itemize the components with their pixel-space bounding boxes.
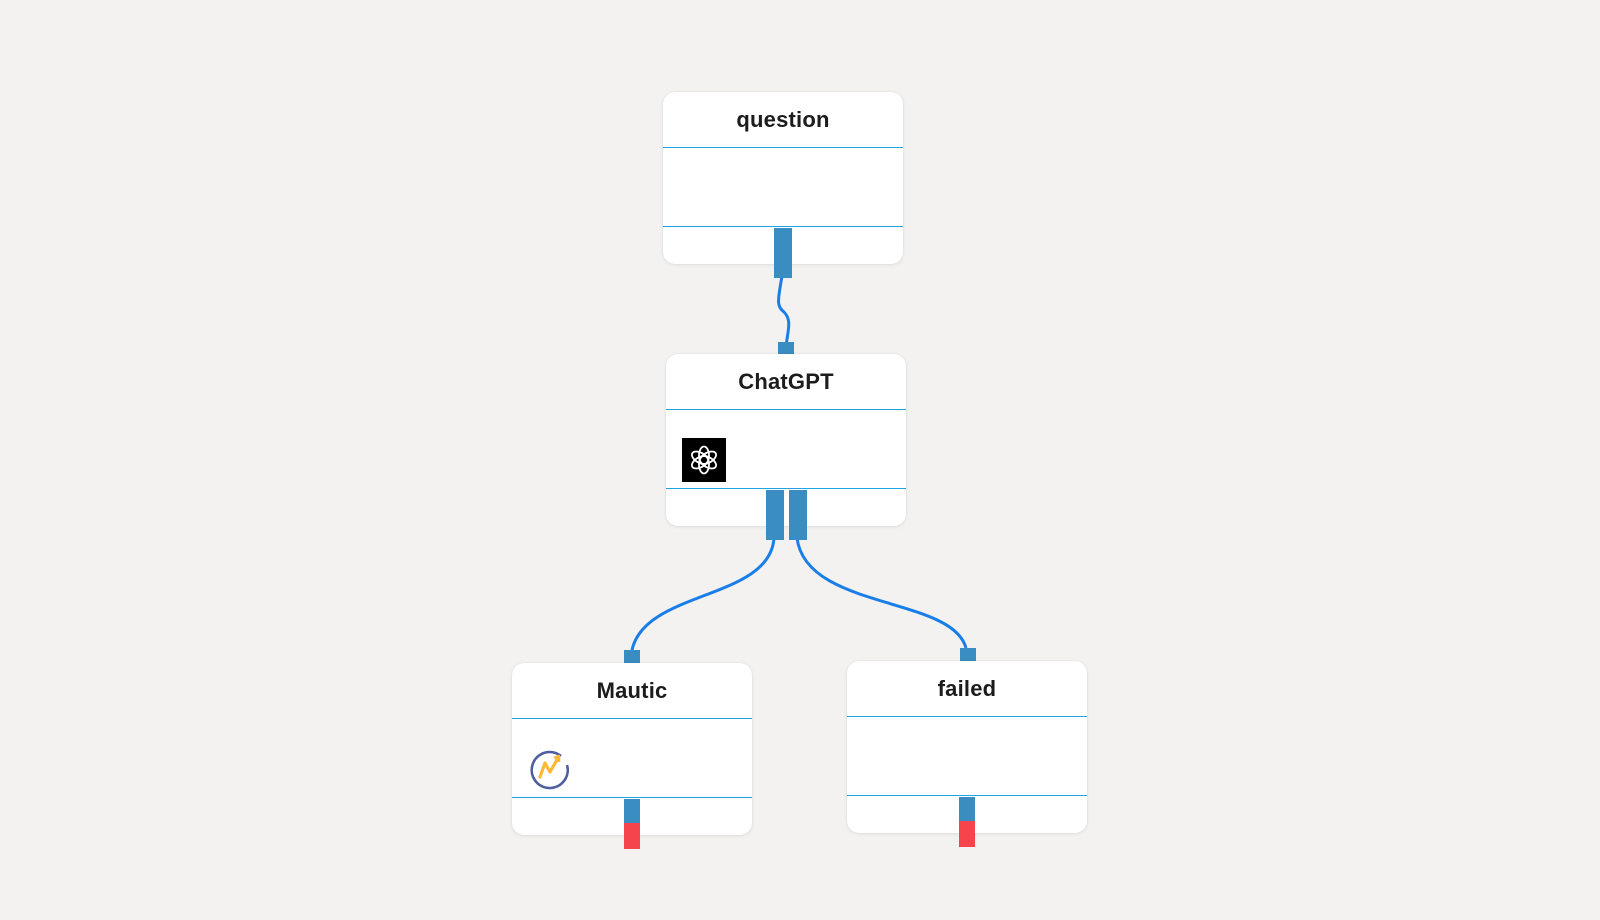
node-title: failed [937, 676, 997, 701]
node-body [847, 717, 1087, 795]
error-port[interactable] [959, 821, 975, 847]
node-title: Mautic [596, 678, 668, 703]
node-title: ChatGPT [738, 369, 834, 394]
output-port-success[interactable] [766, 490, 784, 540]
divider [666, 409, 906, 410]
node-body [512, 719, 752, 797]
node-body [666, 410, 906, 488]
divider [847, 716, 1087, 717]
divider [512, 718, 752, 719]
error-port[interactable] [624, 823, 640, 849]
divider [847, 795, 1087, 796]
output-port[interactable] [624, 799, 640, 825]
output-port-failure[interactable] [789, 490, 807, 540]
divider [663, 147, 903, 148]
node-title: question [736, 107, 830, 132]
connection-chatgpt-failed[interactable] [795, 537, 968, 649]
mautic-icon [528, 747, 572, 791]
output-port[interactable] [774, 228, 792, 278]
node-chatgpt[interactable]: ChatGPT [666, 354, 906, 526]
divider [512, 797, 752, 798]
openai-icon [682, 438, 726, 482]
divider [663, 226, 903, 227]
connection-question-chatgpt[interactable] [777, 275, 791, 347]
node-body [663, 148, 903, 226]
divider [666, 488, 906, 489]
output-port[interactable] [959, 797, 975, 823]
connection-chatgpt-mautic[interactable] [630, 537, 776, 651]
